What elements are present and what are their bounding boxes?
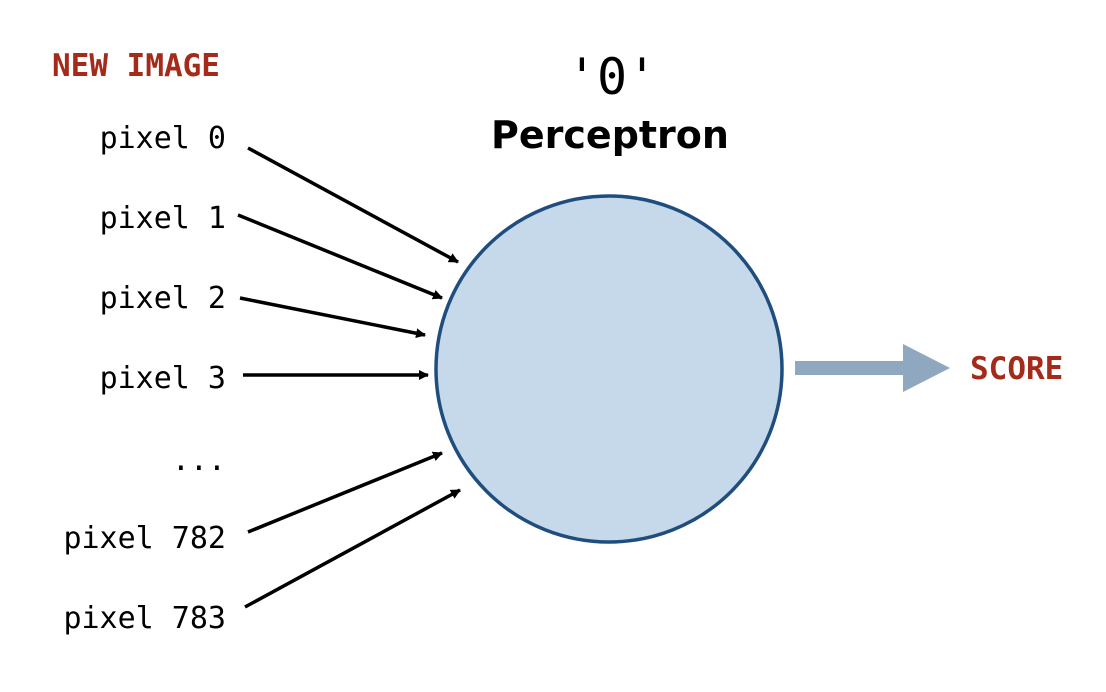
input-arrow-2 bbox=[239, 296, 426, 339]
new-image-label: NEW IMAGE bbox=[52, 48, 220, 84]
input-label-pixel-782: pixel 782 bbox=[63, 521, 226, 556]
input-label-pixel-0: pixel 0 bbox=[100, 121, 226, 156]
input-label-pixel-2: pixel 2 bbox=[100, 281, 226, 316]
perceptron-title: Perceptron bbox=[491, 113, 729, 157]
perceptron-node bbox=[434, 194, 784, 544]
input-arrow-0 bbox=[247, 146, 459, 264]
input-arrow-783 bbox=[244, 488, 461, 609]
input-label-pixel-783: pixel 783 bbox=[63, 601, 226, 636]
input-label-pixel-1: pixel 1 bbox=[100, 201, 226, 236]
input-label-pixel-3: pixel 3 bbox=[100, 361, 226, 396]
ellipsis: ... bbox=[172, 443, 226, 478]
class-label: '0' bbox=[567, 48, 657, 106]
score-label: SCORE bbox=[970, 351, 1063, 387]
input-arrow-782 bbox=[247, 451, 443, 534]
output-arrow bbox=[795, 344, 950, 392]
input-arrow-1 bbox=[237, 213, 443, 300]
